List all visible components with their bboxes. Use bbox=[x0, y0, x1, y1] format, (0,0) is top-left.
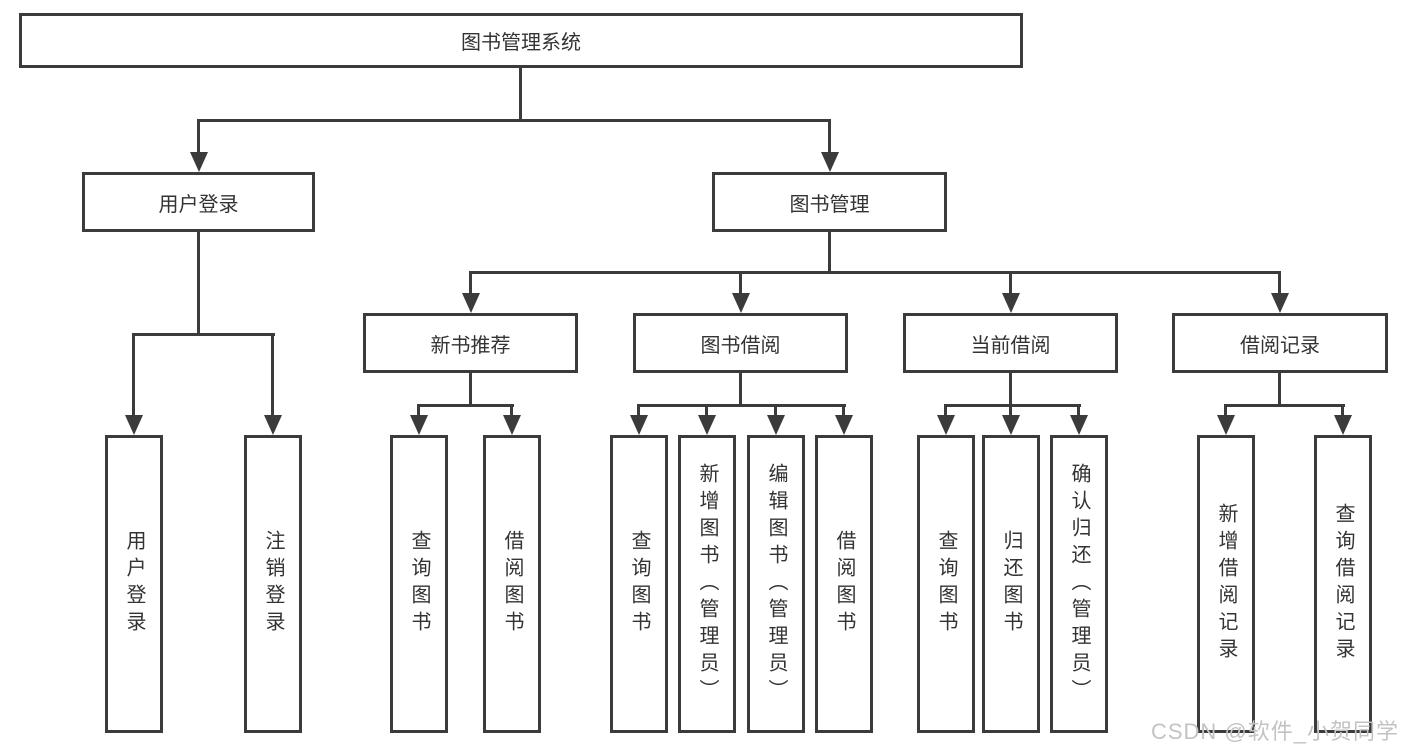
connector-drop-br-add bbox=[1224, 404, 1227, 417]
arrowhead-bb-edit bbox=[767, 415, 785, 435]
leaf-user-login-label: 用户登录 bbox=[123, 530, 145, 638]
leaf-bb-edit-books-admin-label: 编辑图书（管理员） bbox=[765, 462, 787, 706]
leaf-bb-query-books: 查询图书 bbox=[610, 435, 668, 733]
arrowhead-rec-borrow bbox=[503, 415, 521, 435]
node-user-login: 用户登录 bbox=[82, 172, 315, 232]
leaf-cb-confirm-return-admin-label: 确认归还（管理员） bbox=[1068, 462, 1090, 706]
leaf-user-login: 用户登录 bbox=[105, 435, 163, 733]
arrowhead-bb-add bbox=[698, 415, 716, 435]
node-book-borrow-label: 图书借阅 bbox=[700, 334, 781, 357]
arrowhead-current-borrow bbox=[1002, 293, 1020, 313]
connector-borrow-records-trunk bbox=[1278, 373, 1281, 406]
leaf-logout: 注销登录 bbox=[244, 435, 302, 733]
leaf-bb-add-books-admin: 新增图书（管理员） bbox=[678, 435, 736, 733]
node-current-borrow: 当前借阅 bbox=[903, 313, 1118, 373]
arrowhead-rec-query bbox=[410, 415, 428, 435]
node-root: 图书管理系统 bbox=[19, 13, 1023, 68]
leaf-bb-borrow-books-label: 借阅图书 bbox=[833, 530, 855, 638]
node-book-borrow: 图书借阅 bbox=[633, 313, 848, 373]
node-borrow-records-label: 借阅记录 bbox=[1240, 334, 1320, 357]
leaf-br-add-record: 新增借阅记录 bbox=[1197, 435, 1255, 733]
node-user-login-label: 用户登录 bbox=[158, 193, 239, 216]
connector-drop-bb-query bbox=[637, 404, 640, 417]
connector-drop-book-borrow bbox=[739, 271, 742, 296]
connector-root-rail bbox=[197, 119, 831, 122]
connector-user-login-rail bbox=[132, 333, 275, 336]
connector-drop-br-query bbox=[1341, 404, 1344, 417]
connector-drop-new-book-rec bbox=[469, 271, 472, 296]
arrowhead-book-mgmt bbox=[821, 152, 839, 172]
connector-book-borrow-rail bbox=[637, 404, 846, 407]
connector-new-book-rec-trunk bbox=[469, 373, 472, 406]
leaf-cb-confirm-return-admin: 确认归还（管理员） bbox=[1050, 435, 1108, 733]
node-book-mgmt: 图书管理 bbox=[712, 172, 947, 232]
node-current-borrow-label: 当前借阅 bbox=[970, 334, 1051, 357]
connector-drop-current-borrow bbox=[1009, 271, 1012, 296]
leaf-br-query-record-label: 查询借阅记录 bbox=[1332, 503, 1354, 665]
leaf-cb-query-books: 查询图书 bbox=[917, 435, 975, 733]
leaf-br-query-record: 查询借阅记录 bbox=[1314, 435, 1372, 733]
connector-drop-bb-edit bbox=[774, 404, 777, 417]
connector-book-mgmt-trunk bbox=[828, 232, 831, 273]
node-book-mgmt-label: 图书管理 bbox=[789, 193, 870, 216]
connector-drop-user-login bbox=[197, 119, 200, 153]
leaf-cb-return-books-label: 归还图书 bbox=[1000, 530, 1022, 638]
leaf-br-add-record-label: 新增借阅记录 bbox=[1215, 503, 1237, 665]
leaf-cb-query-books-label: 查询图书 bbox=[935, 530, 957, 638]
connector-drop-borrow-records bbox=[1278, 271, 1281, 296]
connector-drop-cb-return bbox=[1009, 404, 1012, 417]
connector-current-borrow-trunk bbox=[1009, 373, 1012, 406]
leaf-logout-label: 注销登录 bbox=[262, 530, 284, 638]
leaf-bb-edit-books-admin: 编辑图书（管理员） bbox=[747, 435, 805, 733]
arrowhead-bb-borrow bbox=[835, 415, 853, 435]
leaf-rec-query-books-label: 查询图书 bbox=[408, 530, 430, 638]
arrowhead-cb-query bbox=[937, 415, 955, 435]
connector-drop-bb-add bbox=[705, 404, 708, 417]
node-new-book-rec-label: 新书推荐 bbox=[430, 334, 511, 357]
arrowhead-cb-confirm bbox=[1070, 415, 1088, 435]
arrowhead-bb-query bbox=[630, 415, 648, 435]
arrowhead-br-add bbox=[1217, 415, 1235, 435]
arrowhead-new-book-rec bbox=[462, 293, 480, 313]
connector-borrow-records-rail bbox=[1224, 404, 1345, 407]
leaf-cb-return-books: 归还图书 bbox=[982, 435, 1040, 733]
connector-drop-leaf-logout bbox=[271, 333, 274, 417]
connector-drop-rec-borrow bbox=[510, 404, 513, 417]
connector-drop-cb-confirm bbox=[1077, 404, 1080, 417]
node-new-book-rec: 新书推荐 bbox=[363, 313, 578, 373]
leaf-rec-borrow-books-label: 借阅图书 bbox=[501, 530, 523, 638]
connector-root-trunk bbox=[519, 68, 522, 121]
arrowhead-leaf-user-login bbox=[125, 415, 143, 435]
connector-drop-book-mgmt bbox=[828, 119, 831, 153]
arrowhead-cb-return bbox=[1002, 415, 1020, 435]
node-borrow-records: 借阅记录 bbox=[1172, 313, 1388, 373]
node-root-label: 图书管理系统 bbox=[461, 32, 581, 54]
connector-drop-cb-query bbox=[944, 404, 947, 417]
connector-book-borrow-trunk bbox=[739, 373, 742, 406]
arrowhead-leaf-logout bbox=[264, 415, 282, 435]
connector-drop-leaf-user-login bbox=[132, 333, 135, 417]
arrowhead-borrow-records bbox=[1271, 293, 1289, 313]
leaf-rec-query-books: 查询图书 bbox=[390, 435, 448, 733]
connector-current-borrow-rail bbox=[944, 404, 1081, 407]
connector-new-book-rec-rail bbox=[417, 404, 514, 407]
arrowhead-br-query bbox=[1334, 415, 1352, 435]
csdn-watermark: CSDN @软件_小贺同学 bbox=[1150, 719, 1399, 744]
leaf-bb-borrow-books: 借阅图书 bbox=[815, 435, 873, 733]
leaf-bb-query-books-label: 查询图书 bbox=[628, 530, 650, 638]
leaf-rec-borrow-books: 借阅图书 bbox=[483, 435, 541, 733]
connector-user-login-trunk bbox=[197, 232, 200, 336]
connector-drop-rec-query bbox=[417, 404, 420, 417]
connector-book-mgmt-rail bbox=[469, 271, 1281, 274]
connector-drop-bb-borrow bbox=[842, 404, 845, 417]
arrowhead-book-borrow bbox=[732, 293, 750, 313]
leaf-bb-add-books-admin-label: 新增图书（管理员） bbox=[696, 462, 718, 706]
arrowhead-user-login bbox=[190, 152, 208, 172]
